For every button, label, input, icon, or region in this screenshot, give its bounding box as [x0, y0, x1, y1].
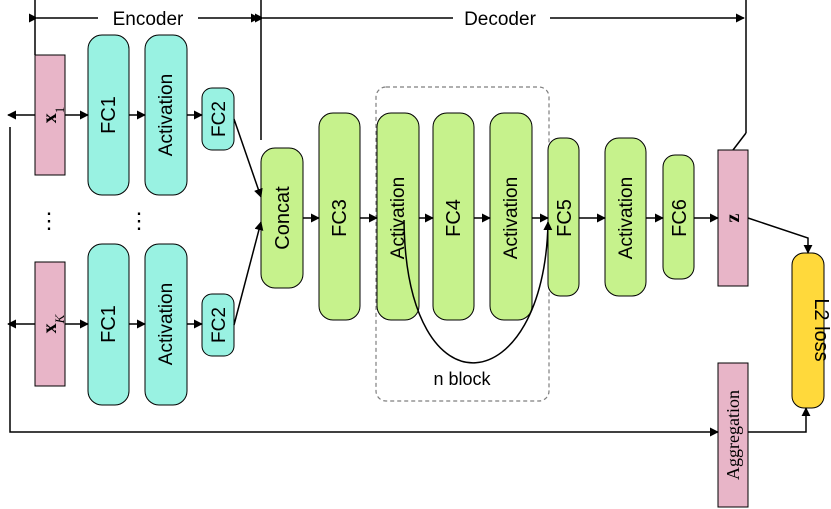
- encoder-bracket: Encoder: [28, 0, 260, 55]
- fc1-label-k: FC1: [98, 305, 120, 343]
- fc1-label-1: FC1: [98, 96, 120, 134]
- activation-label-2: Activation: [388, 177, 409, 259]
- connectors: [7, 110, 813, 437]
- encoder-branch-k: xK FC1 Activation FC2: [34, 243, 235, 406]
- decoder-bracket: Decoder: [254, 0, 747, 140]
- aggregation-box: [717, 362, 749, 508]
- input-xk-label: xK: [39, 313, 67, 333]
- input-x1-box: [34, 54, 66, 176]
- fc3-label: FC3: [329, 199, 351, 237]
- l2-loss-label: L2 loss: [810, 298, 831, 361]
- activation-label-3: Activation: [501, 177, 522, 259]
- decoder-label: Decoder: [464, 9, 536, 30]
- output-z-box: [717, 149, 749, 287]
- output-z-label: z: [722, 213, 744, 222]
- z-to-decoder-link: [732, 132, 747, 151]
- activation-label-1: Activation: [156, 74, 177, 156]
- encoder-label: Encoder: [113, 9, 184, 30]
- input-x1-label: x1: [39, 107, 67, 124]
- aggregation-label: Aggregation: [723, 390, 743, 480]
- ellipsis-left: ⋮: [38, 208, 60, 233]
- fc6-label: FC6: [669, 199, 691, 237]
- ellipsis-right: ⋮: [128, 208, 150, 233]
- fc2-label-k: FC2: [209, 307, 230, 343]
- activation-label-k: Activation: [156, 283, 177, 365]
- activation-label-4: Activation: [616, 177, 637, 259]
- n-block-label: n block: [433, 369, 491, 389]
- fc2-label-1: FC2: [209, 101, 230, 137]
- fc4-label: FC4: [443, 199, 465, 237]
- concat-label: Concat: [272, 186, 294, 250]
- fc5-label: FC5: [554, 199, 576, 237]
